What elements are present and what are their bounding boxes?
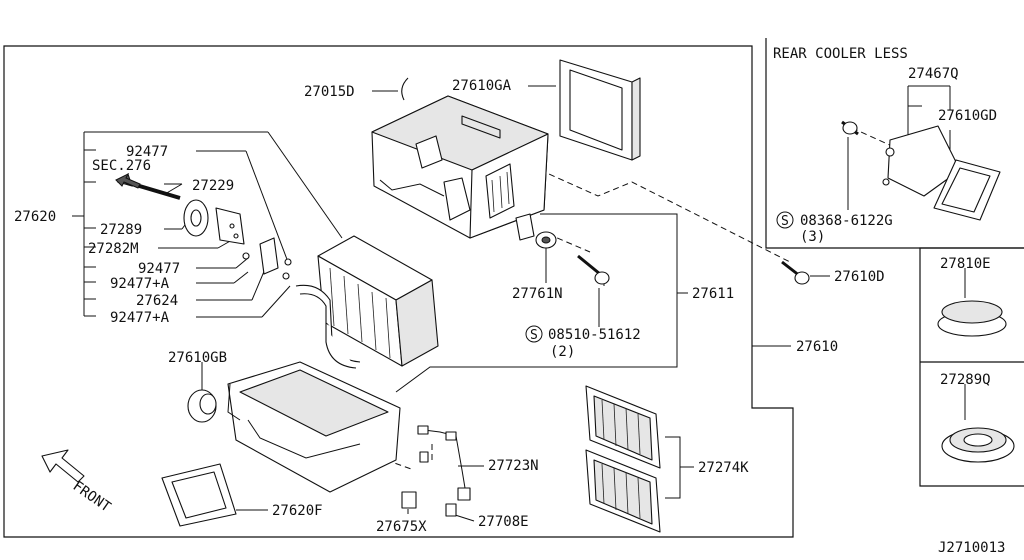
screw-08368 xyxy=(841,120,859,136)
label-92477a-1: 92477+A xyxy=(110,276,170,292)
clip-27708E xyxy=(445,503,457,517)
screw-08510 xyxy=(577,254,610,285)
label-92477a-2: 92477+A xyxy=(110,310,170,326)
label-92477-top: 92477 xyxy=(126,144,168,160)
seal-27620F xyxy=(161,463,237,527)
expansion-valve-parts xyxy=(116,173,292,280)
label-08510: 08510-51612 xyxy=(548,327,641,343)
leader-lines xyxy=(158,85,966,522)
seal-27610GD xyxy=(933,159,1001,221)
front-arrow-icon xyxy=(41,449,85,483)
label-27624: 27624 xyxy=(136,293,178,309)
label-27282M: 27282M xyxy=(88,241,139,257)
label-front: FRONT xyxy=(70,478,114,516)
label-27610GB: 27610GB xyxy=(168,350,227,366)
label-27620F: 27620F xyxy=(272,503,323,519)
side-parts-frame xyxy=(919,247,1024,487)
s-symbol-text: S xyxy=(781,214,789,229)
grommet-27289Q xyxy=(941,427,1015,463)
label-27289Q: 27289Q xyxy=(940,372,991,388)
label-27761N: 27761N xyxy=(512,286,563,302)
s-symbol-icon xyxy=(525,325,543,343)
cooling-unit-case xyxy=(371,95,549,239)
filters-27274K xyxy=(585,385,661,533)
label-27675X: 27675X xyxy=(376,519,427,535)
label-27723N: 27723N xyxy=(488,458,539,474)
clip-27015D xyxy=(401,77,409,101)
lower-case xyxy=(227,361,401,493)
label-92477-mid: 92477 xyxy=(138,261,180,277)
diagram-id: J2710013 xyxy=(938,540,1005,556)
s-symbol-text: S xyxy=(530,328,538,343)
plug-27610GB xyxy=(187,389,217,423)
harness-27723N xyxy=(417,425,471,501)
s-symbol-icon xyxy=(776,211,794,229)
sec-arrow-icon xyxy=(115,172,141,189)
label-08510-qty: (2) xyxy=(550,344,575,360)
screw-27610D xyxy=(781,260,810,285)
label-27229: 27229 xyxy=(192,178,234,194)
label-27289: 27289 xyxy=(100,222,142,238)
label-27610GD: 27610GD xyxy=(938,108,997,124)
label-08368-qty: (3) xyxy=(800,229,825,245)
plate-27467Q xyxy=(882,125,961,197)
grommet-27810E xyxy=(937,300,1007,337)
main-assembly-frame xyxy=(3,45,794,538)
seal-27610GA xyxy=(559,59,641,161)
label-27708E: 27708E xyxy=(478,514,529,530)
label-27620: 27620 xyxy=(14,209,56,225)
label-27015D: 27015D xyxy=(304,84,355,100)
actuator-27761N xyxy=(515,213,557,249)
label-08368: 08368-6122G xyxy=(800,213,893,229)
label-27810E: 27810E xyxy=(940,256,991,272)
evaporator-core xyxy=(295,235,439,369)
label-27467Q: 27467Q xyxy=(908,66,959,82)
label-27274K: 27274K xyxy=(698,460,749,476)
bracket-27620 xyxy=(72,131,343,317)
rear-cooler-less-title: REAR COOLER LESS xyxy=(773,46,908,62)
label-sec276: SEC.276 xyxy=(92,158,151,174)
label-27610D: 27610D xyxy=(834,269,885,285)
sensor-27675X xyxy=(401,491,417,509)
label-27610: 27610 xyxy=(796,339,838,355)
label-27611: 27611 xyxy=(692,286,734,302)
label-27610GA: 27610GA xyxy=(452,78,512,94)
